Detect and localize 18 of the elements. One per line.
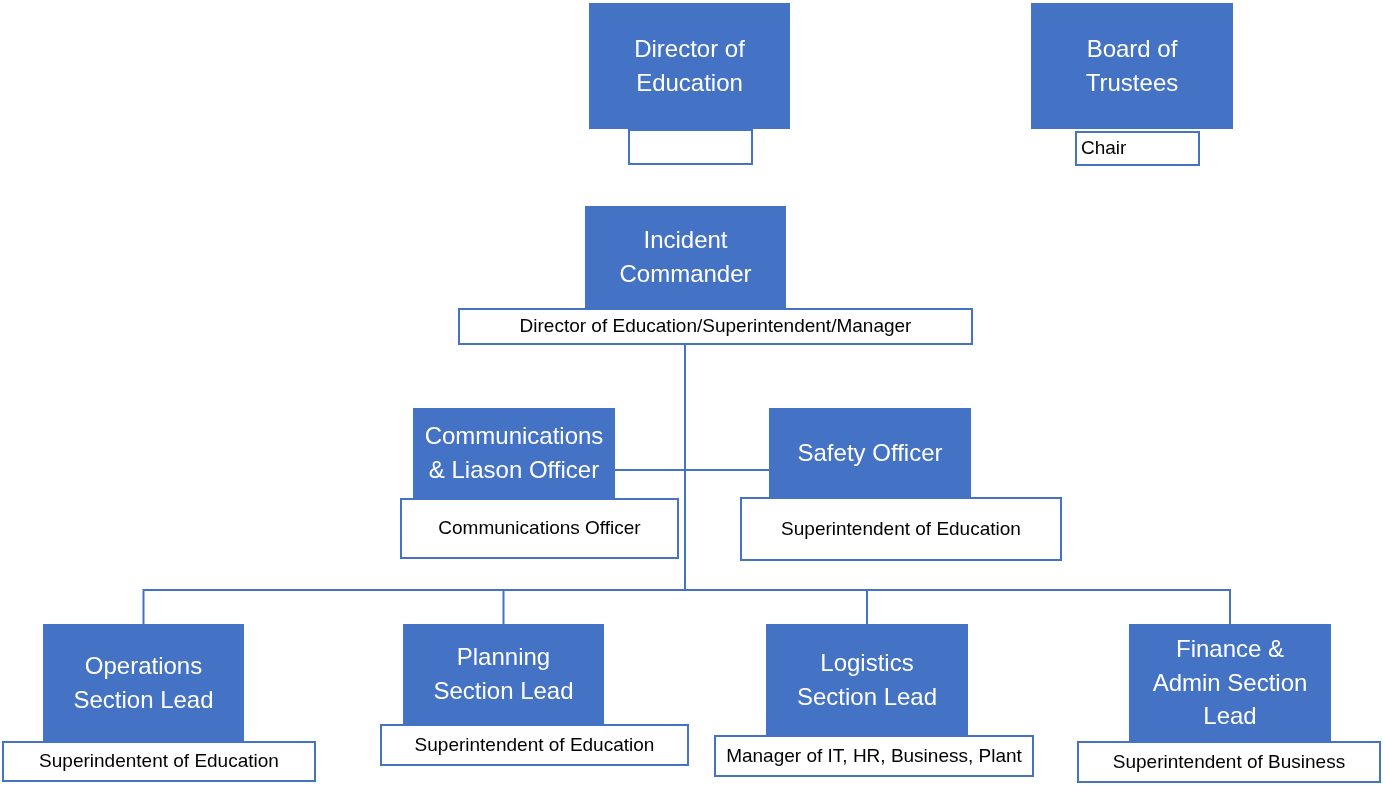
- role-subtitle-box: Superintendent of Education: [380, 724, 689, 766]
- role-subtitle-box: Superintendent of Business: [1077, 741, 1381, 783]
- role-box: Board of Trustees: [1031, 3, 1233, 129]
- role-box: Operations Section Lead: [43, 624, 244, 741]
- role-subtitle-box: Chair: [1075, 131, 1200, 166]
- role-subtitle-box: Superintendent of Education: [740, 497, 1062, 561]
- role-subtitle-box: Superindentent of Education: [2, 741, 316, 782]
- role-box: Logistics Section Lead: [766, 624, 968, 735]
- role-box: Incident Commander: [585, 206, 786, 308]
- role-subtitle-box: Director of Education/Superintendent/Manager: [458, 308, 973, 345]
- role-subtitle-box: Manager of IT, HR, Business, Plant: [714, 735, 1034, 777]
- role-box: Safety Officer: [769, 408, 971, 497]
- role-box: Director of Education: [589, 3, 790, 129]
- role-box: Communications & Liason Officer: [413, 408, 615, 498]
- role-subtitle-box: [628, 129, 753, 165]
- role-subtitle-box: Communications Officer: [400, 498, 679, 559]
- role-box: Finance & Admin Section Lead: [1129, 624, 1331, 741]
- role-box: Planning Section Lead: [403, 624, 604, 724]
